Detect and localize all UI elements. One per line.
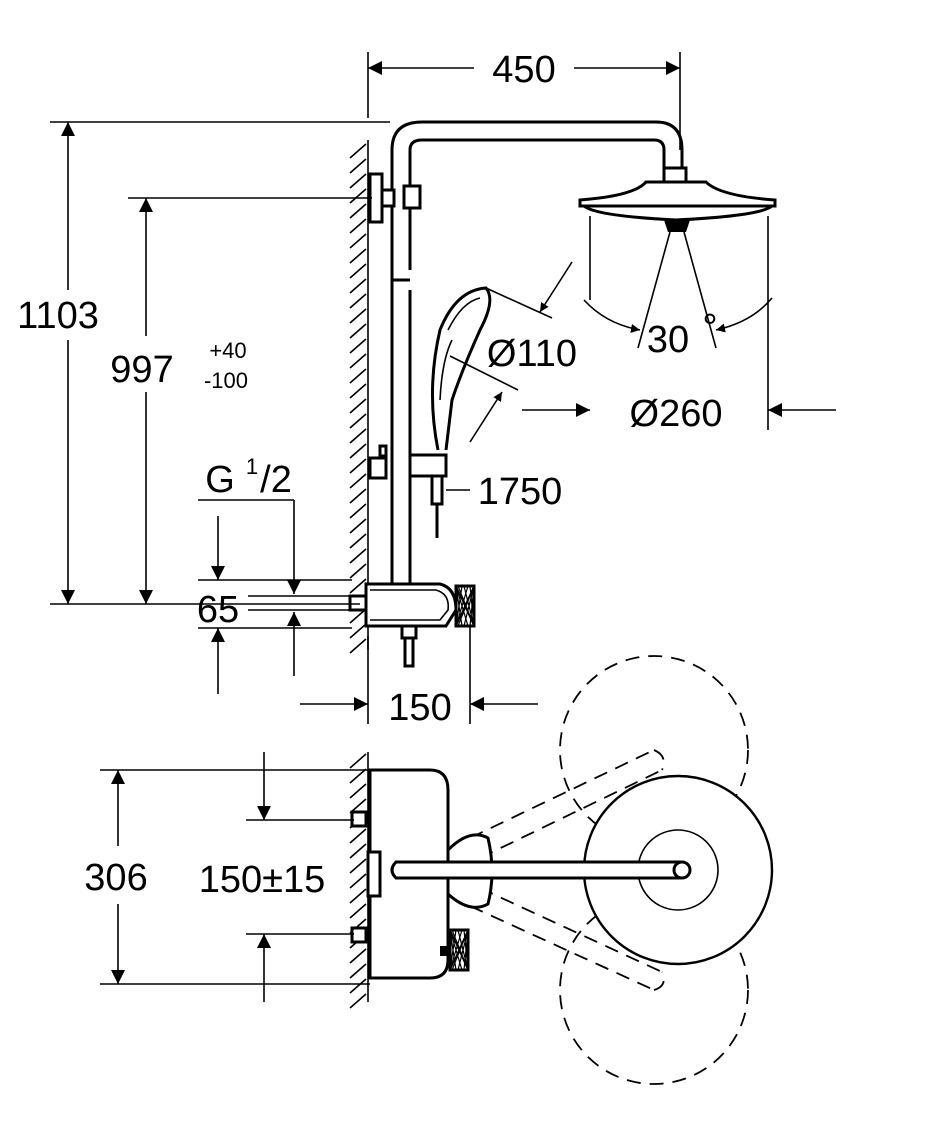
hatch-line bbox=[349, 623, 367, 639]
hatch-line bbox=[349, 843, 367, 859]
hatch-line bbox=[349, 978, 367, 994]
thread-label: G 1 /2 bbox=[198, 454, 301, 594]
hose-length: 1750 bbox=[446, 471, 562, 513]
hose-length-label: 1750 bbox=[478, 471, 563, 513]
dim-450: 450 bbox=[367, 49, 681, 150]
dim-306-label: 306 bbox=[84, 857, 147, 899]
dim-150-label: 150 bbox=[388, 687, 451, 729]
hatch-line bbox=[349, 458, 367, 474]
dim-65-label: 65 bbox=[197, 589, 239, 631]
dim-65: 65 bbox=[197, 516, 352, 694]
hatch-line bbox=[349, 638, 367, 654]
wall-plan bbox=[349, 752, 369, 1009]
head-shower bbox=[578, 166, 777, 430]
hatch-line bbox=[349, 548, 367, 564]
dim-150-15-label: 150±15 bbox=[199, 859, 326, 901]
dim-997-tol-plus: +40 bbox=[209, 338, 246, 363]
hatch-line bbox=[349, 563, 367, 579]
hatch-line bbox=[349, 323, 367, 339]
hatch-line bbox=[349, 488, 367, 504]
hatch-line bbox=[349, 293, 367, 309]
knurl-right bbox=[455, 585, 475, 627]
thermostat-mixer bbox=[348, 582, 476, 668]
hatch-line bbox=[349, 308, 367, 324]
hatch-line bbox=[349, 233, 367, 249]
riser-pipe bbox=[368, 120, 684, 585]
hatch-line bbox=[349, 963, 367, 979]
hatch-line bbox=[349, 753, 367, 769]
hatch-line bbox=[349, 903, 367, 919]
dim-306: 306 bbox=[84, 769, 370, 985]
knurl-line bbox=[463, 929, 469, 971]
hatch-line bbox=[349, 888, 367, 904]
hatch-line bbox=[349, 768, 367, 784]
hatch-line bbox=[349, 143, 367, 159]
hatch-line bbox=[349, 428, 367, 444]
hand-shower bbox=[431, 261, 573, 451]
arm-plan bbox=[390, 774, 774, 966]
knurl-line bbox=[457, 585, 475, 627]
hatch-line bbox=[349, 158, 367, 174]
hatch-line bbox=[349, 443, 367, 459]
hatch-line bbox=[349, 873, 367, 889]
hatch-line bbox=[349, 993, 367, 1009]
hatch-line bbox=[349, 188, 367, 204]
hatch-line bbox=[349, 578, 367, 594]
hatch-line bbox=[349, 948, 367, 964]
hatch-line bbox=[349, 828, 367, 844]
hatch-line bbox=[349, 353, 367, 369]
dim-1103-label: 1103 bbox=[17, 295, 99, 337]
dim-450-label: 450 bbox=[492, 49, 555, 91]
knurl-line bbox=[457, 929, 469, 971]
head-diameter-label: Ø260 bbox=[630, 393, 723, 435]
dim-997-tol-minus: -100 bbox=[204, 368, 248, 393]
spray-angle-value: 30 bbox=[647, 319, 689, 361]
thread-denominator: /2 bbox=[260, 459, 292, 501]
hand-shower-diameter-label: Ø110 bbox=[487, 333, 577, 375]
degree-sign: ° bbox=[702, 307, 717, 349]
dim-150-15: 150±15 bbox=[199, 752, 354, 1002]
dim-head-diameter: Ø260 bbox=[522, 393, 836, 435]
hatch-line bbox=[349, 278, 367, 294]
hatch-line bbox=[349, 398, 367, 414]
hatch-line bbox=[349, 173, 367, 189]
hatch-line bbox=[349, 783, 367, 799]
hatch-line bbox=[349, 368, 367, 384]
dim-150: 150 bbox=[300, 626, 538, 729]
hatch-line bbox=[349, 413, 367, 429]
hatch-line bbox=[349, 338, 367, 354]
hatch-line bbox=[349, 218, 367, 234]
spray-angle-label: 30 ° bbox=[647, 307, 718, 361]
knurl-line bbox=[451, 929, 469, 971]
hatch-line bbox=[349, 533, 367, 549]
wall-elevation bbox=[349, 140, 369, 654]
hatch-line bbox=[349, 263, 367, 279]
hatch-line bbox=[349, 503, 367, 519]
hatch-line bbox=[349, 248, 367, 264]
hatch-line bbox=[349, 473, 367, 489]
hatch-line bbox=[349, 203, 367, 219]
knurl-line bbox=[469, 585, 475, 627]
thread-numerator: 1 bbox=[246, 454, 258, 479]
hatch-line bbox=[349, 383, 367, 399]
thread-g: G bbox=[205, 459, 235, 501]
hatch-line bbox=[349, 518, 367, 534]
dim-997-label: 997 bbox=[110, 349, 173, 391]
dim-1103: 1103 bbox=[17, 121, 390, 605]
knurl-line bbox=[463, 585, 475, 627]
hatch-line bbox=[349, 858, 367, 874]
dim-997: 997 +40 -100 bbox=[110, 197, 372, 604]
